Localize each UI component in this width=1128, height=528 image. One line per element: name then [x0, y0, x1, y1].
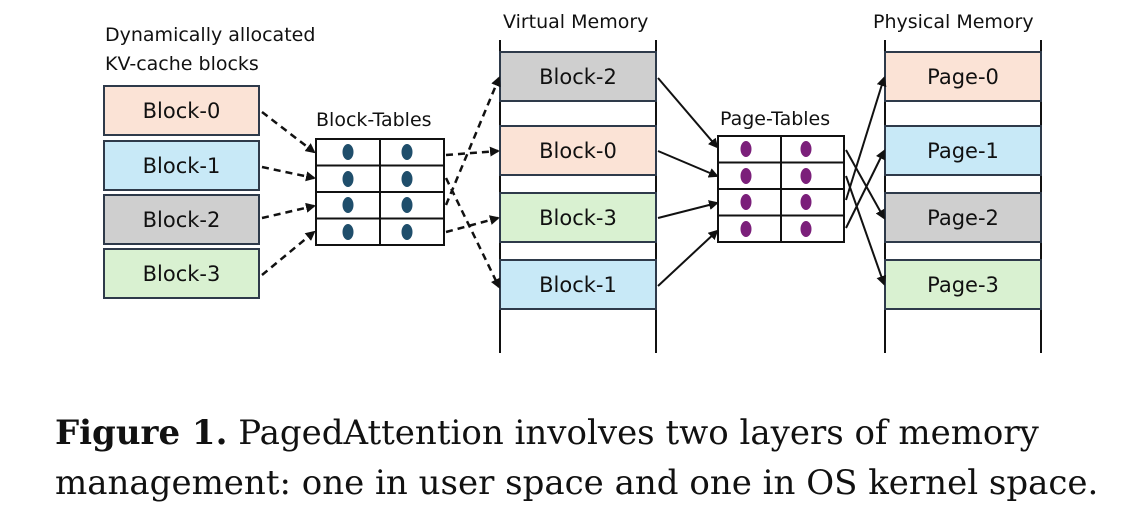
virtual-block-0-label: Block-0: [539, 139, 617, 163]
physical-memory-column: Page-0 Page-1 Page-2 Page-3: [884, 40, 1042, 353]
arrow-vblock1-to-pagetable: [657, 229, 719, 287]
figure-caption-text: PagedAttention involves two layers of me…: [55, 413, 1099, 503]
block-table-entry: [342, 171, 354, 187]
kv-block-1: [103, 140, 260, 191]
virtual-memory-label: Virtual Memory: [503, 11, 648, 33]
kv-block-2-label: Block-2: [143, 208, 221, 232]
virtual-block-2: [499, 51, 657, 102]
page-table-entry: [740, 194, 752, 210]
arrow-kv2-to-blocktable: [261, 202, 316, 220]
kv-block-0: [103, 85, 260, 136]
page-table-entry: [800, 194, 812, 210]
virtual-block-1-label: Block-1: [539, 273, 617, 297]
physical-page-1-label: Page-1: [927, 139, 999, 163]
virtual-memory-column: Block-2 Block-0 Block-3 Block-1: [499, 40, 657, 353]
arrow-blocktable-to-vblock0: [445, 146, 500, 157]
page-tables: [717, 135, 845, 243]
virtual-block-3-label: Block-3: [539, 206, 617, 230]
figure-caption: Figure 1. PagedAttention involves two la…: [55, 408, 1115, 508]
block-table-entry: [401, 197, 413, 213]
virtual-block-1: [499, 259, 657, 310]
kv-cache-label-line1: Dynamically allocated: [105, 24, 315, 46]
physical-page-1: [884, 125, 1042, 176]
arrow-pagetable-to-page2: [845, 149, 885, 220]
virtual-block-2-label: Block-2: [539, 65, 617, 89]
arrow-kv0-to-blocktable: [261, 111, 316, 154]
block-table-entry: [401, 224, 413, 240]
arrow-blocktable-to-vblock3: [445, 215, 500, 234]
arrow-vblock2-to-pagetable: [657, 77, 719, 149]
block-tables-label: Block-Tables: [316, 109, 432, 131]
page-tables-label: Page-Tables: [720, 108, 830, 130]
physical-page-2-label: Page-2: [927, 206, 999, 230]
arrow-blocktable-to-vblock1: [444, 177, 501, 289]
kv-block-3-label: Block-3: [143, 262, 221, 286]
block-table-entry: [342, 197, 354, 213]
virtual-block-0: [499, 125, 657, 176]
block-table-entry: [401, 144, 413, 160]
kv-block-2: [103, 194, 260, 245]
physical-memory-label: Physical Memory: [873, 11, 1034, 33]
block-table-entry: [342, 144, 354, 160]
physical-page-3: [884, 259, 1042, 310]
arrow-kv1-to-blocktable: [261, 165, 316, 182]
page-table-entry: [740, 221, 752, 237]
arrow-vblock0-to-pagetable: [657, 150, 719, 178]
arrow-blocktable-to-vblock2: [444, 76, 501, 206]
arrow-pagetable-to-page3: [845, 175, 887, 286]
arrow-pagetable-to-page1: [845, 149, 885, 229]
page-table-entry: [800, 168, 812, 184]
kv-cache-blocks: Block-0 Block-1 Block-2 Block-3: [103, 85, 260, 299]
physical-page-0: [884, 51, 1042, 102]
page-table-entry: [800, 221, 812, 237]
block-tables: [315, 138, 445, 246]
page-table-entry: [740, 141, 752, 157]
arrow-kv3-to-blocktable: [261, 230, 316, 276]
arrow-pagetable-to-page0: [845, 76, 887, 201]
page-table-entry: [740, 168, 752, 184]
arrow-vblock3-to-pagetable: [657, 200, 719, 219]
kv-block-3: [103, 248, 260, 299]
page-table-entry: [800, 141, 812, 157]
physical-page-2: [884, 192, 1042, 243]
figure-caption-label: Figure 1.: [55, 413, 228, 453]
virtual-block-3: [499, 192, 657, 243]
physical-page-0-label: Page-0: [927, 65, 999, 89]
kv-cache-label-line2: KV-cache blocks: [105, 53, 259, 75]
kv-block-0-label: Block-0: [143, 99, 221, 123]
kv-block-1-label: Block-1: [143, 154, 221, 178]
paged-attention-diagram: Dynamically allocated KV-cache blocks Bl…: [103, 11, 1042, 353]
physical-page-3-label: Page-3: [927, 273, 999, 297]
block-table-entry: [401, 171, 413, 187]
block-table-entry: [342, 224, 354, 240]
